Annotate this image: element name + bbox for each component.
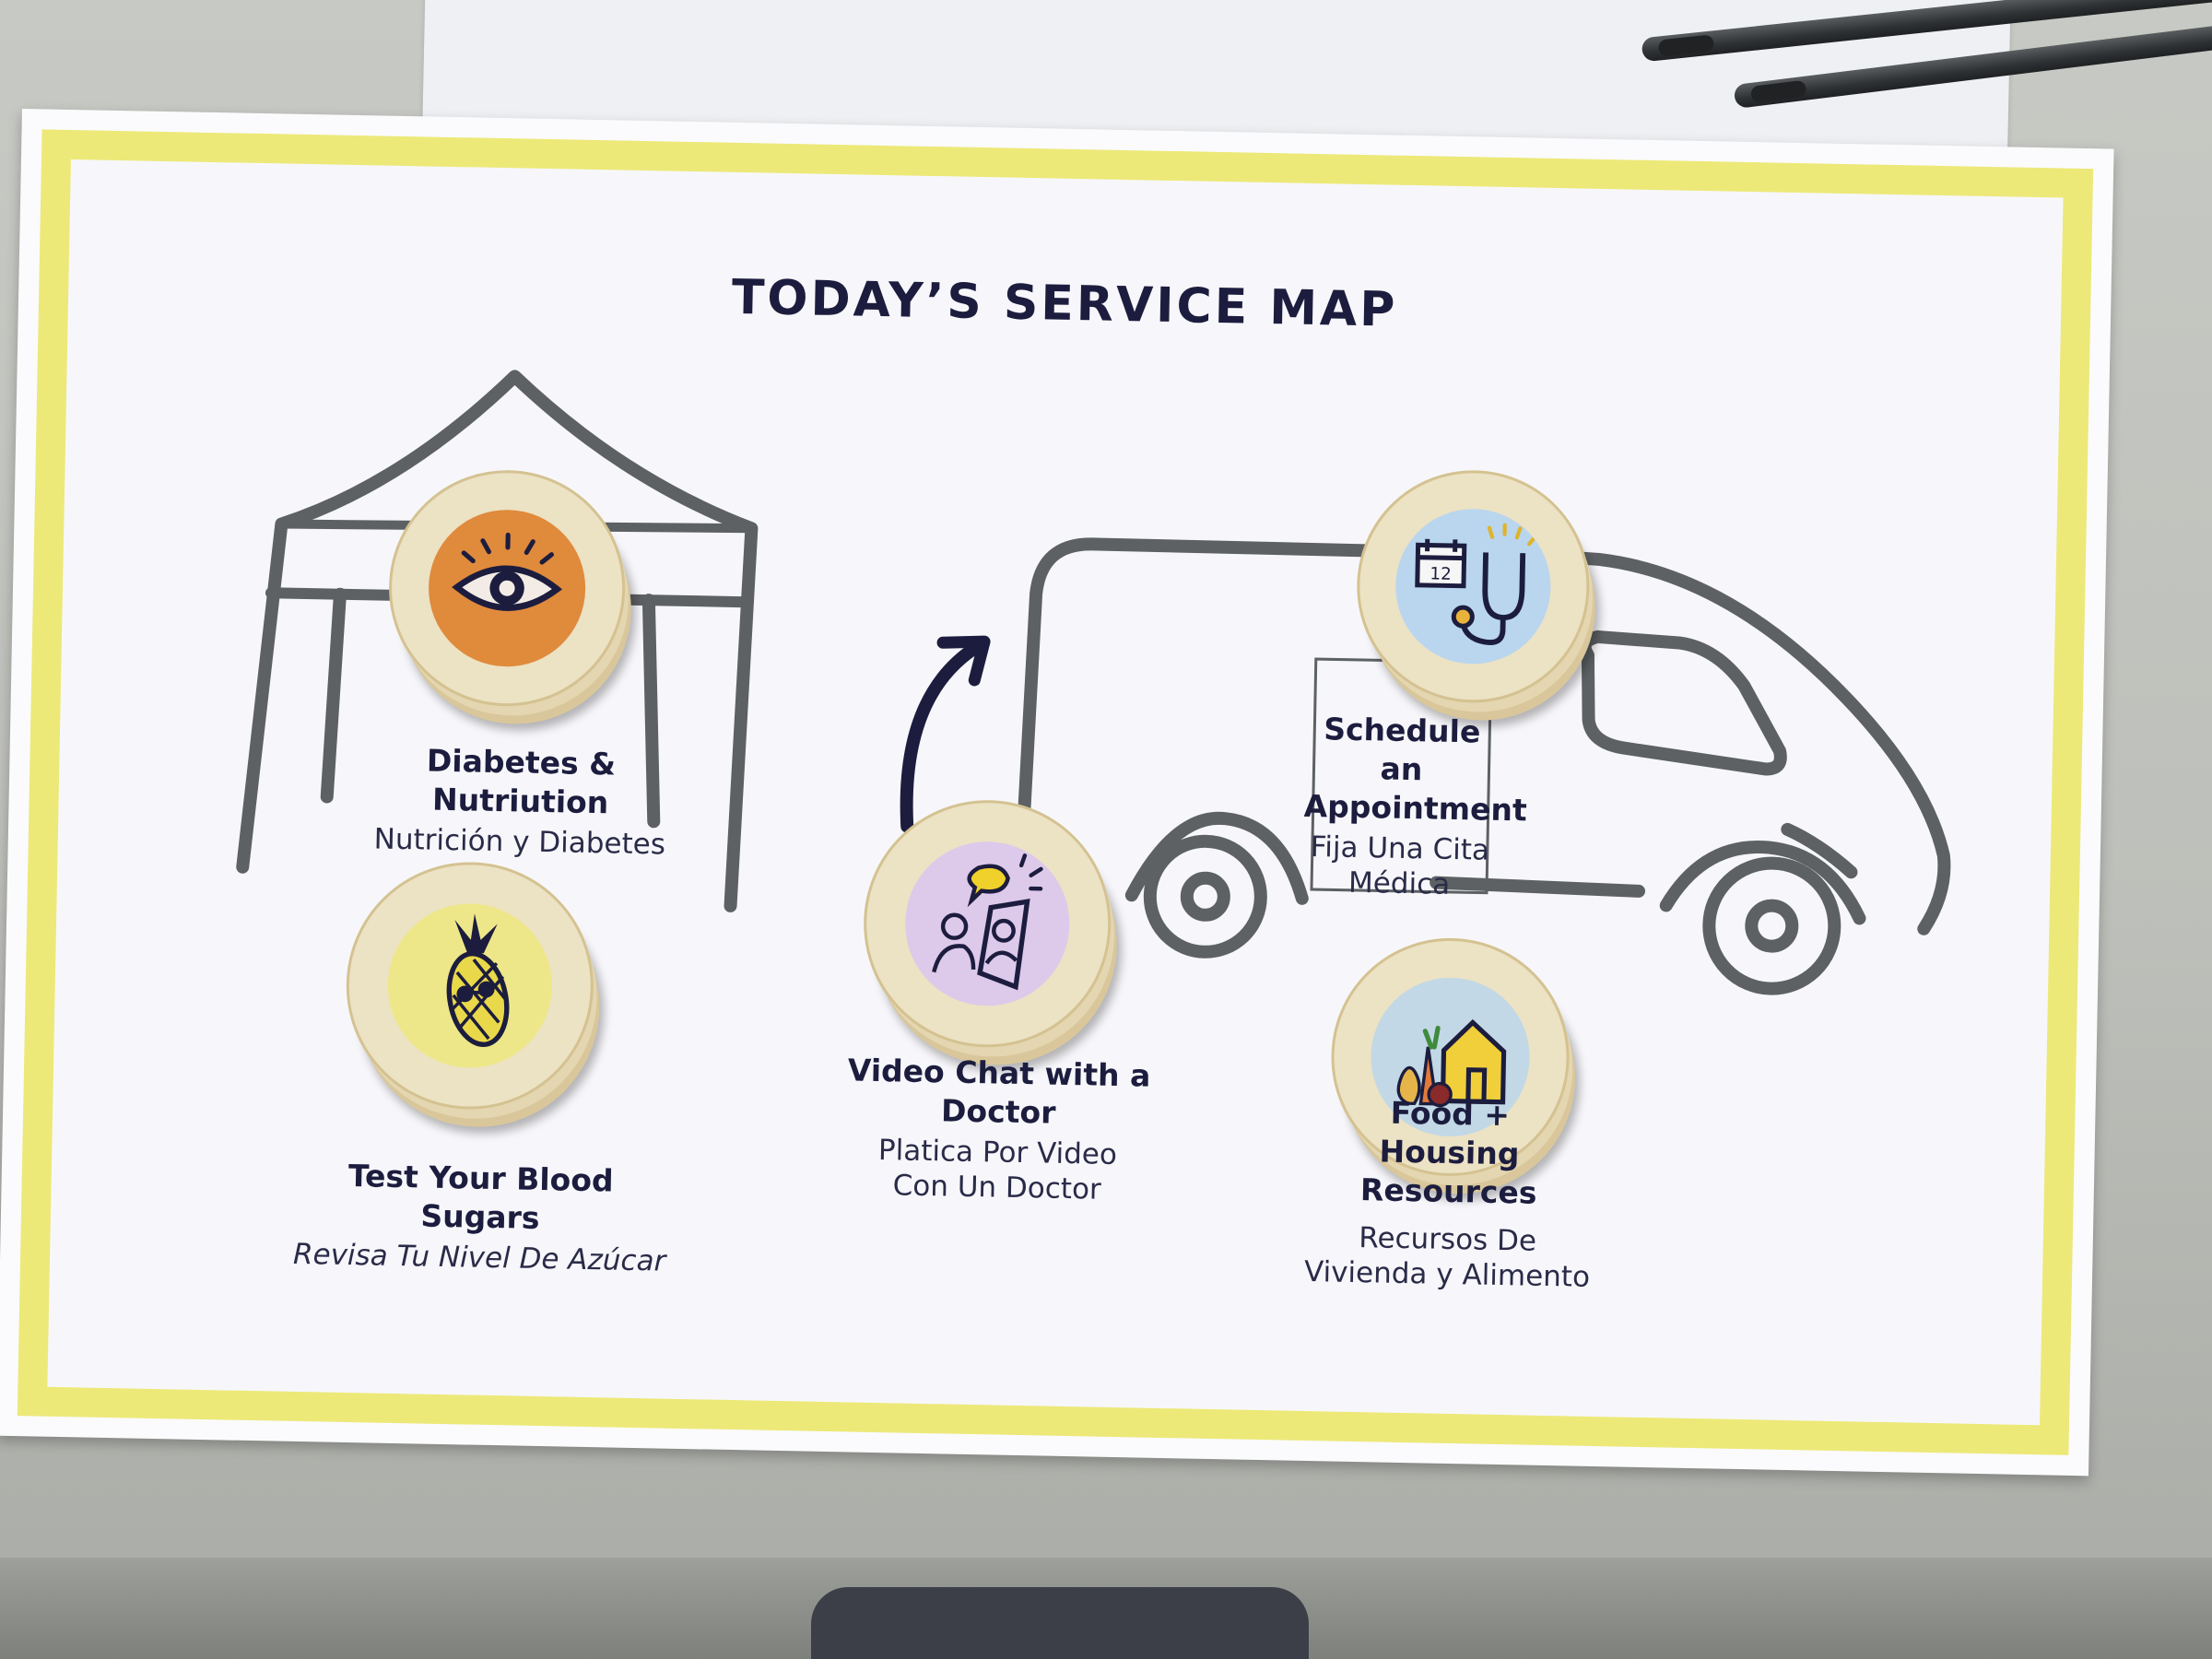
service-label-diabetes: Diabetes & Nutriution Nutrición y Diabet… (367, 740, 673, 862)
service-title: Diabetes & Nutriution (426, 742, 617, 821)
service-disc-video-chat (861, 797, 1113, 1050)
disc-face: 12 (1394, 508, 1552, 665)
service-title: Video Chat with a Doctor (847, 1052, 1151, 1131)
arrow-illustration (900, 635, 991, 833)
shoe (811, 1587, 1309, 1659)
van-illustration (1015, 537, 1951, 995)
service-label-food-housing: Food + Housing Resources Recursos De Viv… (1286, 1092, 1612, 1296)
eye-icon (452, 532, 563, 611)
service-title: Test Your Blood Sugars (347, 1158, 614, 1236)
service-disc-blood-sugar (344, 859, 596, 1112)
service-label-video-chat: Video Chat with a Doctor Platica Por Vid… (803, 1051, 1193, 1209)
service-disc-diabetes (386, 467, 628, 709)
disc-face (1370, 976, 1531, 1138)
pineapple-icon (446, 913, 510, 1047)
service-subtitle: Nutrición y Diabetes (373, 822, 666, 862)
disc-face (903, 840, 1071, 1008)
service-disc-food-housing (1329, 935, 1571, 1179)
video-chat-icon (932, 853, 1043, 991)
service-title: Schedule an Appointment (1303, 711, 1528, 829)
calendar-stethoscope-icon: 12 (1415, 523, 1538, 646)
service-subtitle: Revisa Tu Nivel De Azúcar (292, 1237, 666, 1278)
house-food-icon (1396, 1019, 1507, 1108)
service-label-appointment: Schedule an Appointment Fija Una Cita Mé… (1302, 710, 1528, 903)
disc-face (386, 901, 554, 1070)
service-subtitle: Fija Una Cita Médica (1310, 830, 1490, 901)
service-subtitle: Recursos De Vivienda y Alimento (1303, 1221, 1591, 1294)
map-illustration (236, 370, 1951, 995)
disc-face (427, 508, 587, 668)
service-title: Food + Housing Resources (1359, 1094, 1537, 1211)
service-disc-appointment: 12 (1354, 467, 1592, 705)
calendar-day-glyph: 12 (1430, 565, 1453, 584)
service-map-poster: TODAY’S SERVICE MAP (0, 109, 2114, 1477)
service-label-blood-sugar: Test Your Blood Sugars Revisa Tu Nivel D… (286, 1156, 675, 1279)
service-subtitle: Platica Por Video Con Un Doctor (877, 1134, 1118, 1206)
